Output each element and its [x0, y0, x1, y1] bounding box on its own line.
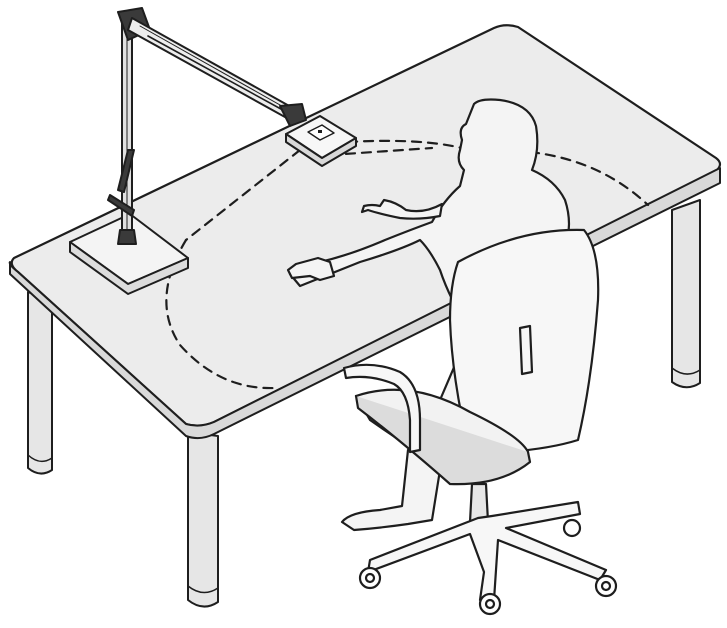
chair-caster: [564, 520, 580, 536]
desk-leg-front-left: [28, 292, 52, 474]
desk-leg-front-right: [188, 432, 218, 607]
chair-caster: [360, 568, 380, 588]
chair-caster: [480, 594, 500, 614]
desk-leg-back-right: [672, 200, 700, 387]
chair-caster: [596, 576, 616, 596]
chair-handle-slot: [520, 326, 532, 374]
